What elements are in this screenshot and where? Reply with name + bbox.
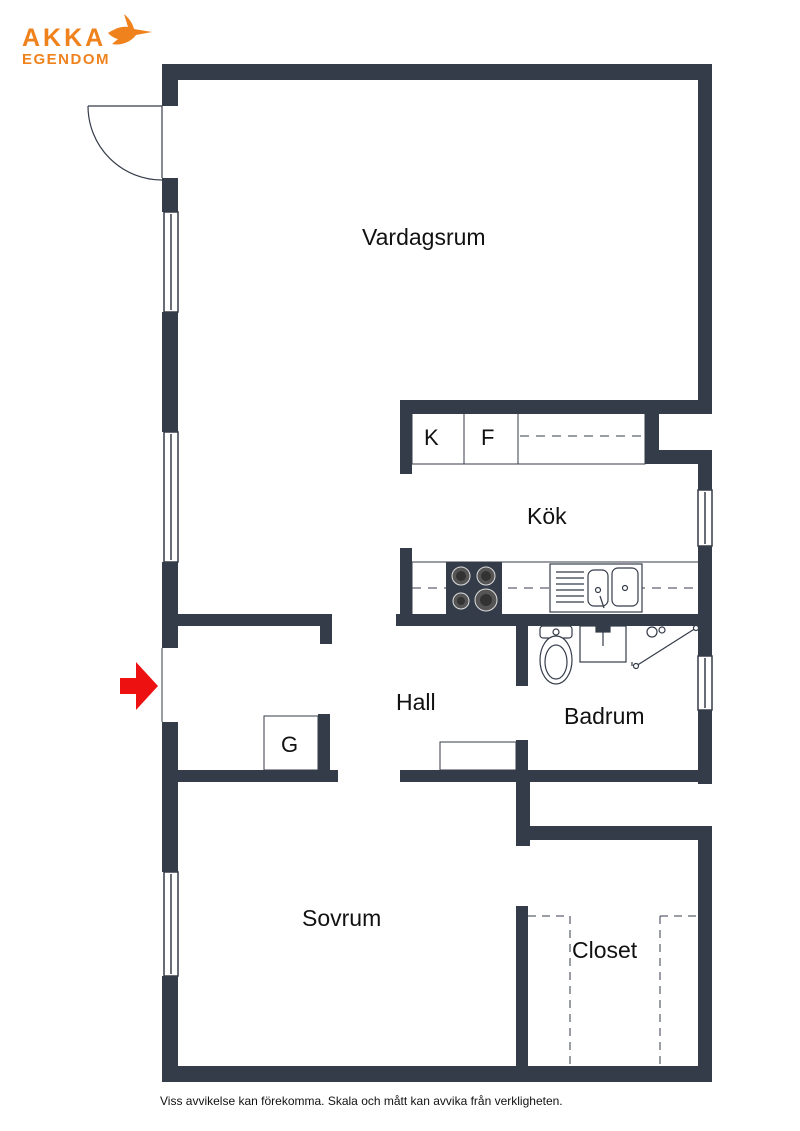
wardrobe-label: G bbox=[281, 732, 298, 757]
room-label-kok: Kök bbox=[527, 503, 567, 529]
walls bbox=[162, 64, 712, 1082]
fridge-label: K bbox=[424, 425, 439, 450]
room-label-sovrum: Sovrum bbox=[302, 905, 381, 931]
bathroom-sink-icon bbox=[579, 625, 633, 666]
closet-shelves bbox=[528, 915, 698, 1066]
toilet-icon bbox=[539, 625, 573, 685]
wardrobe bbox=[263, 715, 319, 771]
room-label-closet: Closet bbox=[572, 937, 638, 963]
akka-egendom-logo: AKKA EGENDOM bbox=[22, 14, 152, 68]
entrance-arrow-icon bbox=[120, 662, 158, 710]
hall-shelf bbox=[439, 741, 517, 771]
logo-line2: EGENDOM bbox=[22, 51, 110, 68]
room-label-hall: Hall bbox=[396, 689, 436, 715]
logo-line1: AKKA bbox=[22, 24, 106, 52]
room-label-vardagsrum: Vardagsrum bbox=[362, 224, 486, 250]
room-label-badrum: Badrum bbox=[564, 703, 645, 729]
kitchen-sink-icon bbox=[549, 563, 643, 613]
disclaimer-text: Viss avvikelse kan förekomma. Skala och … bbox=[160, 1094, 563, 1108]
door-swing bbox=[87, 105, 163, 181]
freezer-label: F bbox=[481, 425, 494, 450]
shower-icon bbox=[632, 624, 700, 670]
kitchen-upper-counter bbox=[411, 411, 646, 465]
stove-icon bbox=[446, 562, 502, 614]
windows bbox=[163, 211, 713, 977]
bird-icon bbox=[108, 14, 152, 45]
